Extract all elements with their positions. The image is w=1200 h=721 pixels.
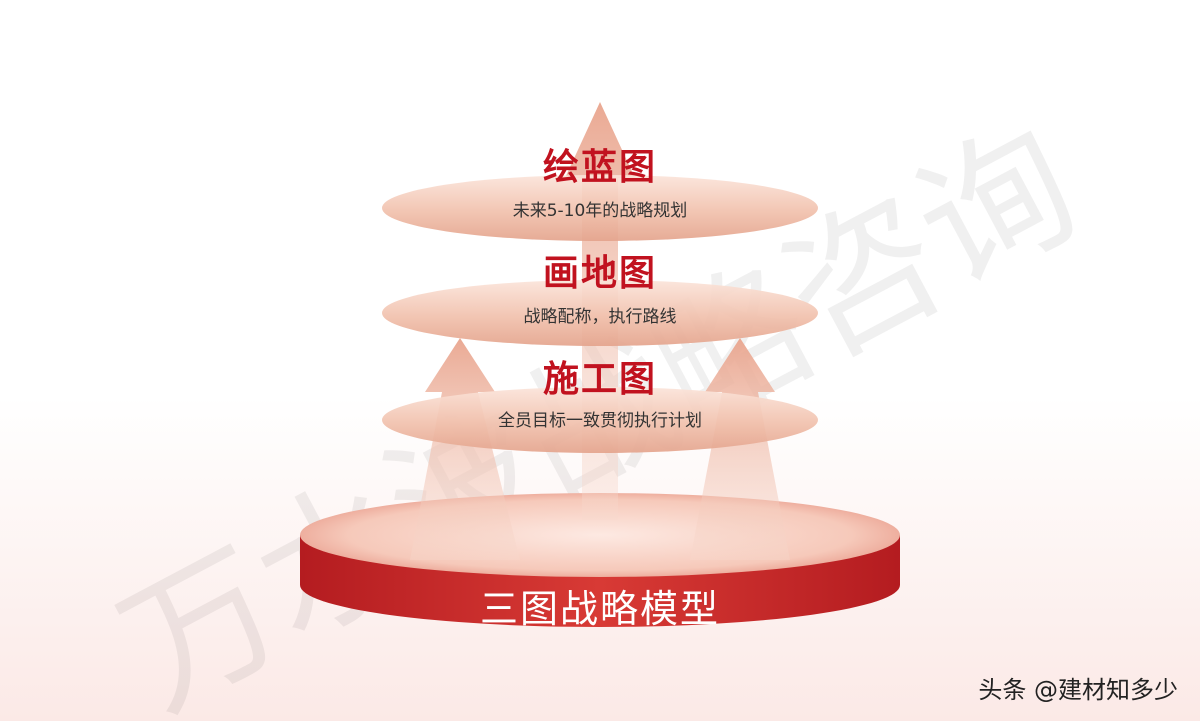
disc-bottom xyxy=(382,387,818,453)
left-arrow xyxy=(410,338,520,560)
layer-subtitle-construction: 全员目标一致贯彻执行计划 xyxy=(498,411,702,431)
layer-title-map: 画地图 xyxy=(542,253,657,294)
layer-title-blueprint: 绘蓝图 xyxy=(542,147,657,188)
layer-subtitle-blueprint: 未来5-10年的战略规划 xyxy=(512,201,688,221)
source-credit: 头条 @建材知多少 xyxy=(978,676,1178,704)
right-arrow xyxy=(690,338,790,560)
disc-middle xyxy=(382,280,818,346)
layer-subtitle-map: 战略配称，执行路线 xyxy=(523,307,677,327)
base-label: 三图战略模型 xyxy=(479,587,720,631)
layer-title-construction: 施工图 xyxy=(542,359,657,400)
disc-top xyxy=(382,175,818,241)
